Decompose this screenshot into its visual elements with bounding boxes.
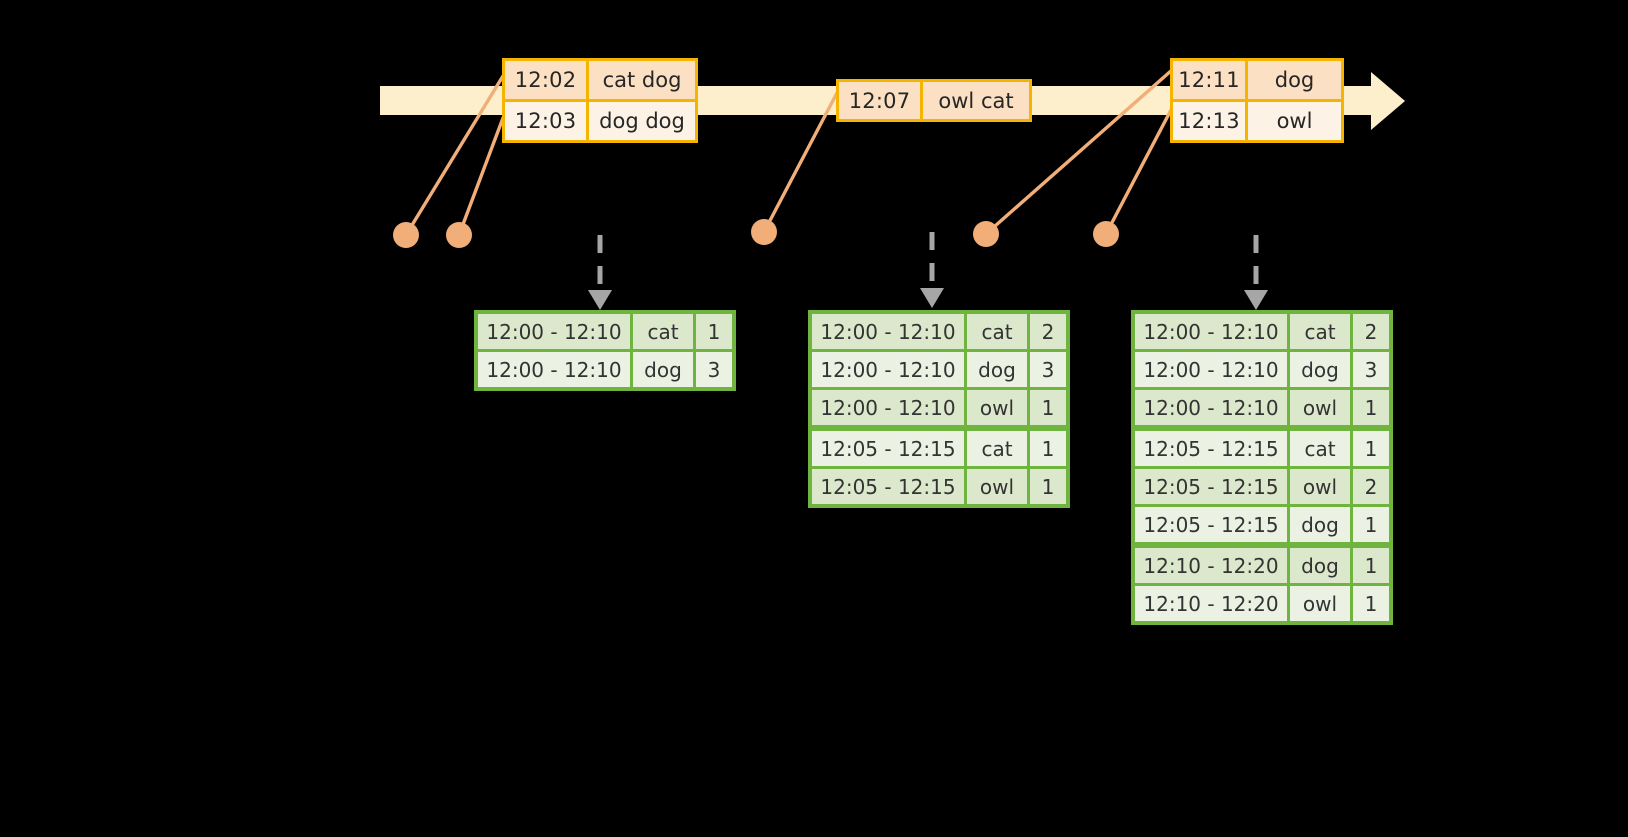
result-cell-window: 12:05 - 12:15 [812,469,964,504]
result-cell-count: 1 [1353,390,1389,425]
event-time: 12:02 [505,61,589,99]
connector-dot-1 [393,222,419,248]
result-cell-key: owl [967,469,1027,504]
result-cell-key: owl [1290,390,1350,425]
result-cell-key: dog [633,352,693,387]
event-row[interactable]: 12:13 owl [1173,99,1341,140]
event-row[interactable]: 12:03 dog dog [505,99,695,140]
event-row[interactable]: 12:11 dog [1173,61,1341,99]
result-cell-count: 3 [1353,352,1389,387]
result-cell-key: owl [1290,586,1350,621]
result-cell-count: 2 [1353,314,1389,349]
connector-dot-2 [446,222,472,248]
event-group-3[interactable]: 12:11 dog 12:13 owl [1170,58,1344,143]
result-cell-count: 2 [1353,469,1389,504]
result-cell-count: 3 [696,352,732,387]
result-cell-window: 12:05 - 12:15 [1135,469,1287,504]
result-cell-window: 12:05 - 12:15 [1135,431,1287,466]
result-cell-key: cat [1290,314,1350,349]
event-words: cat dog [602,68,682,92]
result-cell-key: cat [1290,431,1350,466]
event-words: dog dog [599,109,685,133]
event-row[interactable]: 12:02 cat dog [505,61,695,99]
connector-dot-3 [751,219,777,245]
result-cell-window: 12:05 - 12:15 [1135,507,1287,542]
event-time: 12:11 [1173,61,1248,99]
connector-dot-4 [973,221,999,247]
event-words: dog [1274,68,1315,92]
result-cell-key: owl [967,390,1027,425]
result-cell-key: dog [1290,548,1350,583]
dashed-arrow-head-1 [588,290,612,310]
result-cell-count: 1 [1353,431,1389,466]
result-cell-count: 2 [1030,314,1066,349]
connector-line-2 [457,116,505,237]
result-cell-window: 12:10 - 12:20 [1135,548,1287,583]
result-cell-key: dog [1290,352,1350,387]
event-group-1[interactable]: 12:02 cat dog 12:03 dog dog [502,58,698,143]
dashed-arrow-head-2 [920,288,944,308]
result-cell-count: 1 [696,314,732,349]
result-cell-window: 12:00 - 12:10 [1135,390,1287,425]
result-cell-window: 12:00 - 12:10 [478,352,630,387]
result-cell-count: 1 [1030,469,1066,504]
result-cell-key: dog [1290,507,1350,542]
result-cell-window: 12:00 - 12:10 [478,314,630,349]
result-cell-key: dog [967,352,1027,387]
event-row[interactable]: 12:07 owl cat [839,82,1029,119]
result-cell-window: 12:00 - 12:10 [1135,352,1287,387]
result-cell-window: 12:05 - 12:15 [812,431,964,466]
result-cell-key: cat [633,314,693,349]
result-cell-key: owl [1290,469,1350,504]
result-cell-count: 1 [1030,431,1066,466]
event-time: 12:07 [839,82,923,119]
event-group-2[interactable]: 12:07 owl cat [836,79,1032,122]
result-cell-count: 1 [1353,586,1389,621]
timeline-arrowhead [1371,72,1405,130]
result-cell-window: 12:00 - 12:10 [812,390,964,425]
connector-dot-5 [1093,221,1119,247]
result-cell-count: 1 [1353,507,1389,542]
result-cell-key: cat [967,314,1027,349]
result-cell-count: 3 [1030,352,1066,387]
result-cell-count: 1 [1030,390,1066,425]
result-cell-window: 12:10 - 12:20 [1135,586,1287,621]
event-words: owl cat [938,88,1014,113]
event-words: owl [1276,109,1313,133]
result-cell-window: 12:00 - 12:10 [812,352,964,387]
result-cell-key: cat [967,431,1027,466]
event-time: 12:13 [1173,102,1248,140]
connector-line-5 [1104,106,1174,236]
dashed-arrow-head-3 [1244,290,1268,310]
result-cell-window: 12:00 - 12:10 [1135,314,1287,349]
event-time: 12:03 [505,102,589,140]
result-cell-count: 1 [1353,548,1389,583]
result-cell-window: 12:00 - 12:10 [812,314,964,349]
